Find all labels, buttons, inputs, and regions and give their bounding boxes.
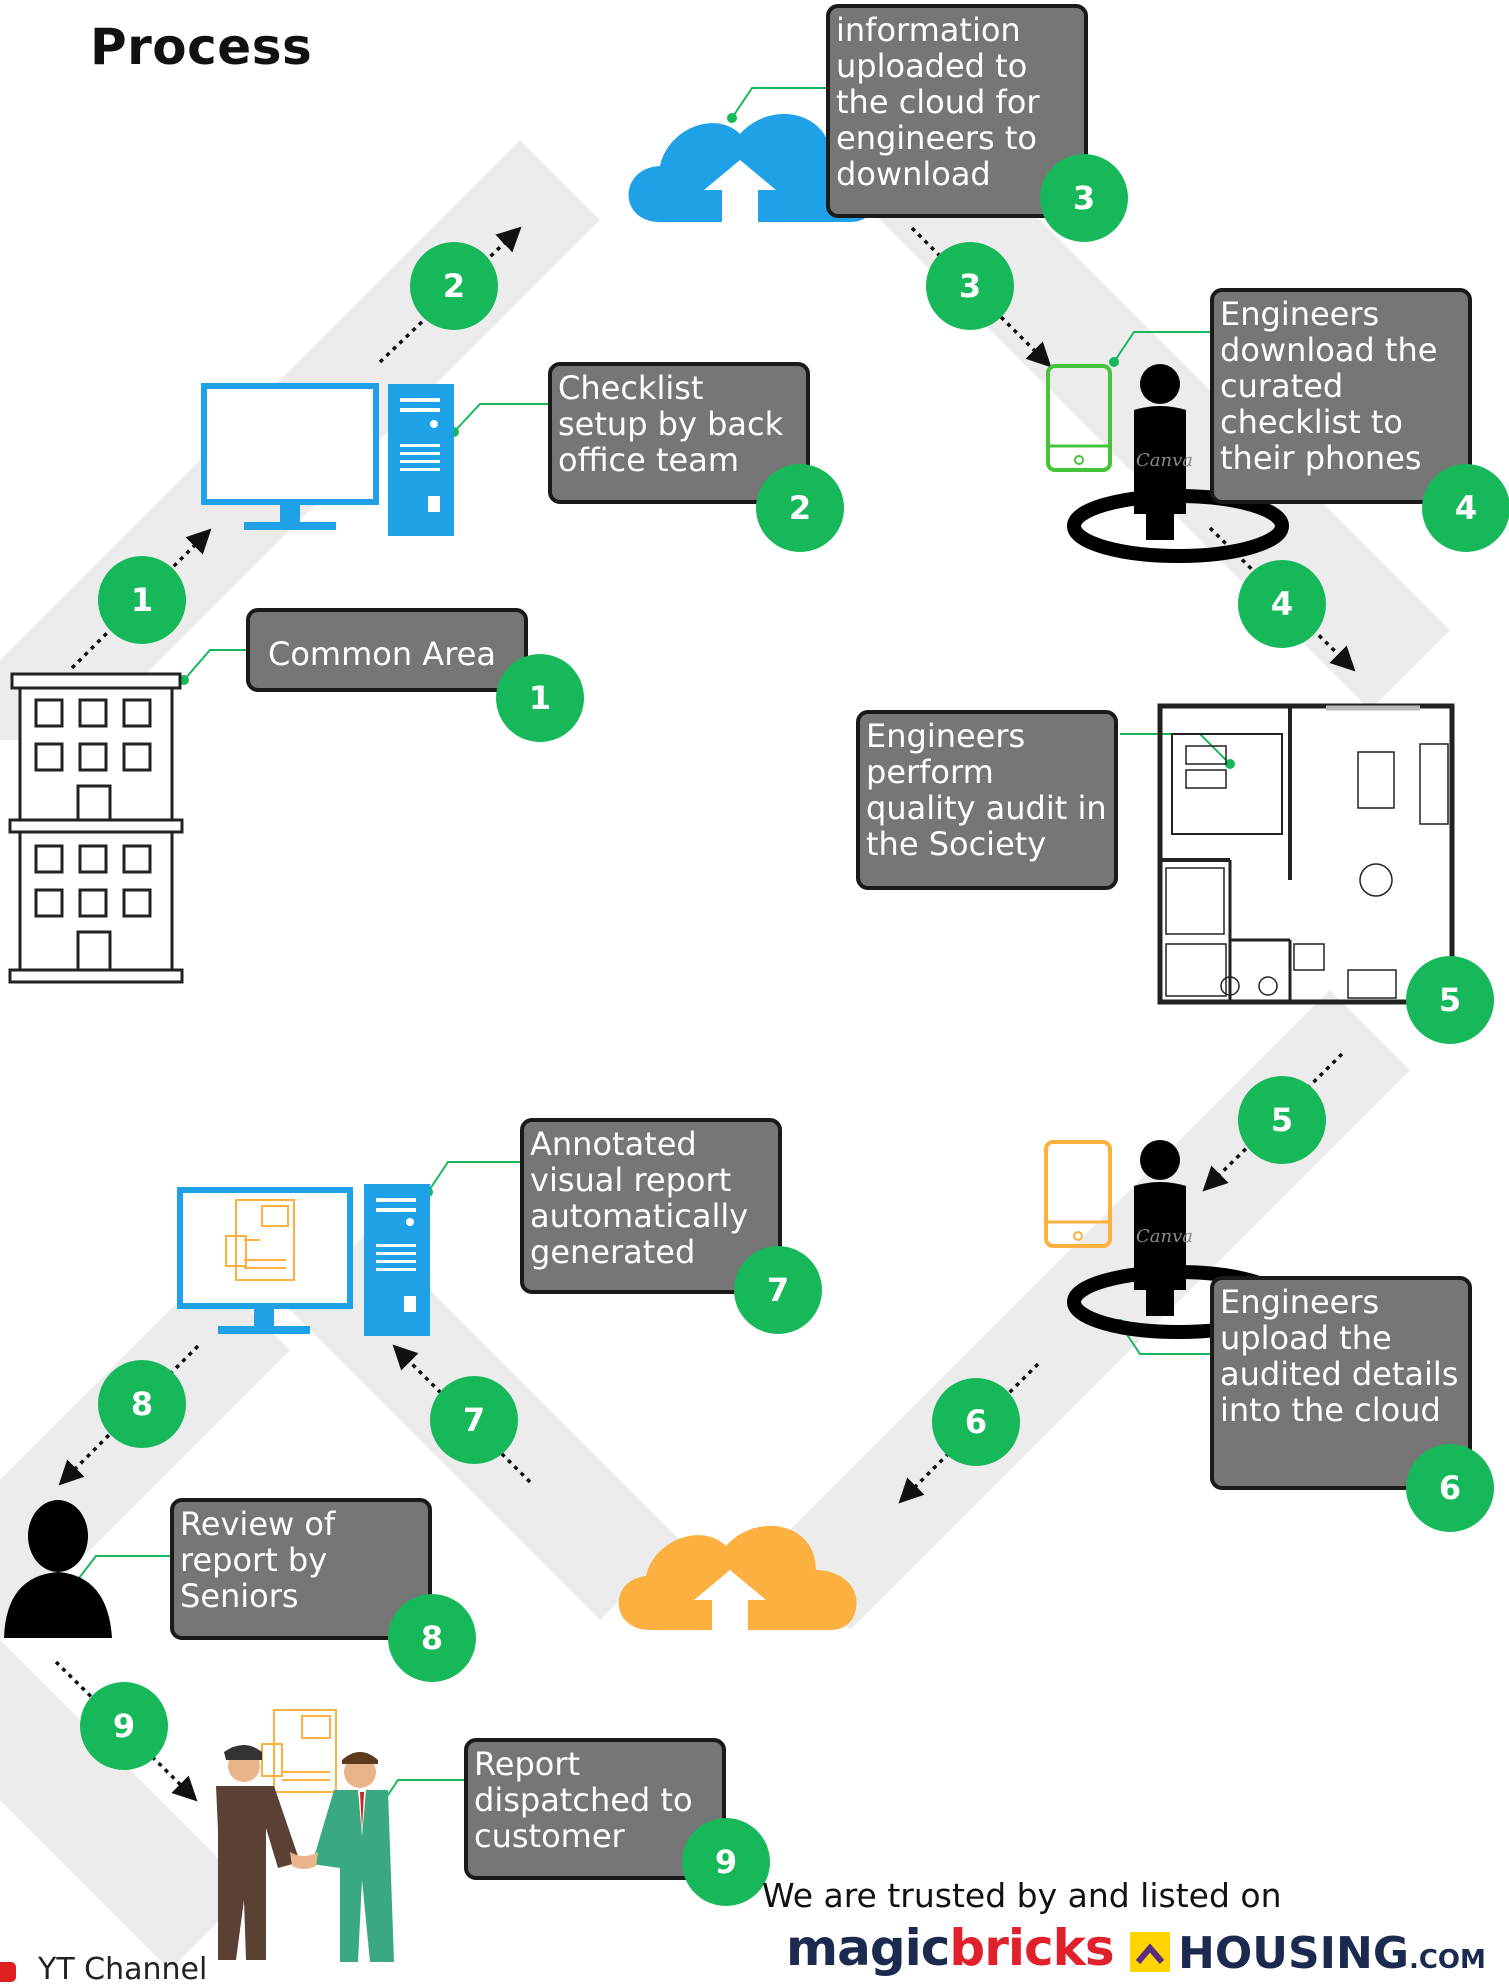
housing-suffix: .COM [1408, 1945, 1486, 1975]
step-label-1: Common Area [268, 635, 496, 673]
box-badge-2: 2 [756, 464, 844, 552]
page-title: Process [90, 18, 313, 76]
box-badge-7: 7 [734, 1246, 822, 1334]
arrow-badge-8: 8 [98, 1360, 186, 1448]
step-box-3: information uploaded to the cloud for en… [826, 4, 1088, 218]
callout-line-7 [427, 1161, 522, 1193]
step-label-8: Review of report by Seniors [180, 1505, 336, 1615]
arrow-badge-5: 5 [1238, 1076, 1326, 1164]
phone-person-icon [1046, 364, 1289, 563]
callout-line-2 [453, 403, 552, 433]
band-9 [0, 1640, 250, 1970]
box-badge-8: 8 [388, 1594, 476, 1682]
canva-watermark-2: Canva [1136, 1226, 1193, 1247]
box-badge-9: 9 [682, 1818, 770, 1906]
step-label-7: Annotated visual report automatically ge… [530, 1125, 749, 1271]
box-badge-6: 6 [1406, 1444, 1494, 1532]
housing-logo: HOUSING.COM [1130, 1926, 1486, 1988]
arrow-badge-7: 7 [430, 1376, 518, 1464]
callout-line-4 [1113, 331, 1214, 363]
box-badge-4: 4 [1422, 464, 1509, 552]
step-box-7: Annotated visual report automatically ge… [520, 1118, 782, 1294]
cloud-upload-icon [628, 114, 877, 222]
handshake-icon [216, 1709, 394, 1962]
step-box-1: Common Area [246, 608, 528, 692]
arrow-badge-6: 6 [932, 1378, 1020, 1466]
canva-watermark-1: Canva [1136, 450, 1193, 471]
youtube-icon [0, 1962, 16, 1982]
callout-line-3 [731, 87, 832, 119]
magicbricks-part2: bricks [949, 1919, 1114, 1977]
arrow-badge-9: 9 [80, 1682, 168, 1770]
building-icon [8, 672, 184, 984]
report-computer-icon [177, 1184, 430, 1336]
box-badge-1: 1 [496, 654, 584, 742]
step-box-5: Engineers perform quality audit in the S… [856, 710, 1118, 890]
step-box-9: Report dispatched to customer [464, 1738, 726, 1880]
cloud-upload-orange-icon [618, 1525, 857, 1630]
step-label-5: Engineers perform quality audit in the S… [866, 717, 1107, 863]
step-label-4: Engineers download the curated checklist… [1220, 295, 1438, 477]
person-icon [4, 1500, 112, 1638]
housing-mark-icon [1130, 1932, 1170, 1972]
callout-line-5 [1120, 733, 1231, 765]
trusted-text: We are trusted by and listed on [762, 1876, 1282, 1915]
arrow-badge-1: 1 [98, 556, 186, 644]
step-box-2: Checklist setup by back office team [548, 362, 810, 504]
box-badge-5: 5 [1406, 956, 1494, 1044]
desktop-computer-icon [201, 383, 454, 536]
callout-line-1 [183, 649, 250, 681]
callout-line-8 [75, 1555, 174, 1583]
step-label-6: Engineers upload the audited details int… [1220, 1283, 1459, 1429]
magicbricks-logo: magicbricks [786, 1918, 1115, 1978]
yt-channel-link[interactable]: YT Channel [0, 1952, 207, 1987]
step-box-4: Engineers download the curated checklist… [1210, 288, 1472, 504]
arrow-badge-3: 3 [926, 242, 1014, 330]
step-label-9: Report dispatched to customer [474, 1745, 693, 1855]
yt-channel-label: YT Channel [38, 1952, 208, 1987]
step-label-2: Checklist setup by back office team [558, 369, 784, 479]
arrow-badge-2: 2 [410, 242, 498, 330]
step-box-8: Review of report by Seniors [170, 1498, 432, 1640]
callout-line-9 [377, 1779, 468, 1811]
floor-plan-icon [1157, 703, 1455, 1005]
magicbricks-part1: magic [786, 1919, 950, 1977]
box-badge-3: 3 [1040, 154, 1128, 242]
housing-text: HOUSING [1178, 1928, 1409, 1979]
step-label-3: information uploaded to the cloud for en… [836, 11, 1040, 193]
arrow-badge-4: 4 [1238, 560, 1326, 648]
